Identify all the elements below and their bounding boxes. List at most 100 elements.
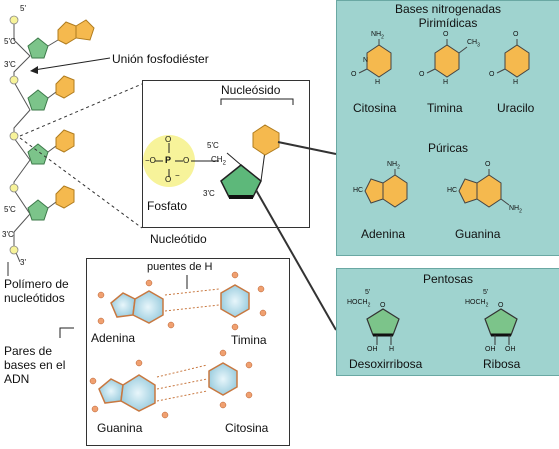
hbond-gc-2 (156, 378, 208, 390)
phos-o-left: −O (145, 156, 156, 165)
nucleotide-drawing (143, 98, 294, 199)
base-pairs-box: puentes de H Adenina Timina Guanina Cito… (86, 258, 290, 446)
deoxy-hoch2-sub: 2 (367, 302, 371, 309)
adenine-5ring (364, 178, 384, 204)
polymer-3c-top: 3'C (4, 60, 16, 69)
hbond-at-1 (164, 288, 220, 296)
nucleoside-bracket (220, 98, 294, 105)
polymer-3c-bottom: 3'C (2, 230, 14, 239)
nucleotide-3c: 3'C (203, 189, 215, 198)
uracil-label: Uracilo (497, 101, 535, 115)
deoxyribose-label: Desoxirribosa (349, 357, 423, 371)
pairs-caption: Pares de bases en el ADN (4, 344, 66, 386)
phosphate-label: Fosfato (147, 199, 188, 213)
thy-ch3-text: CH (467, 39, 478, 46)
pair-atoms (89, 271, 267, 419)
polymer-5c-bottom: 5'C (4, 205, 16, 214)
adenine-label: Adenina (361, 227, 406, 241)
deoxy-c5: 5' (365, 289, 371, 296)
cyt-nh2: NH2 (371, 31, 384, 40)
pair-cytosine-label: Citosina (225, 421, 269, 435)
ribose-hoch2-sub: 2 (485, 302, 489, 309)
ura-o2-bond (496, 68, 506, 74)
pair-guanine-label: Guanina (97, 421, 143, 435)
pair-adenine-label: Adenina (91, 331, 136, 345)
ura-o: O (513, 31, 519, 38)
pentoses-panel: Pentosas 5' HOCH2 O OH H Desoxirribosa 5… (336, 268, 559, 376)
zoom-dash-bottom (19, 137, 143, 229)
connector-base (277, 141, 337, 155)
gua-o: O (485, 161, 491, 168)
ribose-hoch2-text: HOCH (465, 299, 486, 306)
base-1 (47, 19, 95, 47)
thy-o2-bond (426, 68, 436, 74)
gua-nh2-bond (500, 198, 510, 206)
thy-o2: O (419, 71, 425, 78)
thy-ch3-sub: 3 (477, 42, 480, 49)
gua-nh2-text: NH (509, 205, 520, 212)
deoxy-h: H (389, 346, 395, 353)
ribose-hoch2: HOCH2 (465, 299, 488, 308)
ade-hc: HC (353, 187, 364, 194)
ribose-oh-1: OH (485, 346, 496, 353)
gua-nh2-sub: 2 (519, 208, 522, 215)
ribose-label: Ribosa (483, 357, 521, 371)
phosphate-node-1 (9, 15, 19, 25)
zoom-dash-top (19, 83, 143, 137)
phosphate-node-3 (9, 131, 19, 141)
bases-panel: Bases nitrogenadas Pirimídicas NH2 O N H… (336, 0, 559, 256)
guanine-label: Guanina (455, 227, 501, 241)
phosphodiester-arrowhead (30, 66, 38, 74)
pairs-caption-bracket (59, 327, 74, 338)
bases-drawing (358, 39, 530, 208)
purines-title: Púricas (427, 141, 468, 155)
ch2-text: CH (211, 155, 223, 164)
base-4 (47, 185, 75, 209)
deoxyribose-ring (366, 308, 400, 336)
pair-guanine-6ring (120, 374, 156, 412)
connector-sugar (255, 189, 337, 331)
cyt-o: O (351, 71, 357, 78)
ribose-o: O (498, 302, 504, 309)
sugar-4 (27, 199, 49, 221)
pair-thymine-label: Timina (231, 333, 267, 347)
polymer-caption: Polímero de nucleótidos (4, 277, 69, 305)
guanine-5ring (458, 178, 478, 204)
thy-ch3: CH3 (467, 39, 480, 48)
hbonds-label: puentes de H (147, 261, 213, 273)
polymer-3prime-bottom: 3' (20, 258, 26, 267)
phosphodiester-pointer (33, 57, 111, 71)
gua-hc: HC (447, 187, 458, 194)
gua-nh2: NH2 (509, 205, 522, 214)
ribose-c5: 5' (483, 289, 489, 296)
hbond-gc-1 (156, 364, 208, 378)
pair-thymine-ring (220, 284, 250, 318)
nucleotide-5c: 5'C (207, 141, 219, 150)
ribose-ring (484, 308, 518, 336)
ura-o2: O (489, 71, 495, 78)
sugar-1 (27, 37, 49, 59)
polymer-5c-top: 5'C (4, 37, 16, 46)
phos-o-right: O (183, 156, 190, 165)
base-2 (47, 75, 75, 99)
deoxy-oh: OH (367, 346, 378, 353)
base-pairs-drawing (89, 271, 267, 419)
phosphate-node-5 (9, 245, 19, 255)
nucleotide-box: Nucleósido P O −O O O − 5'C CH2 3'C Fosf… (142, 80, 310, 228)
sugar-3 (27, 143, 49, 165)
thy-h: H (443, 79, 449, 86)
hbond-at-2 (164, 304, 220, 312)
thy-o: O (443, 31, 449, 38)
cyt-n: N (363, 57, 369, 64)
deoxy-hoch2: HOCH2 (347, 299, 370, 308)
base-3 (47, 129, 75, 153)
nucleotide-label: Nucleótido (150, 232, 207, 246)
ura-h: H (513, 79, 519, 86)
cyt-o-bond (358, 68, 368, 74)
deoxy-hoch2-text: HOCH (347, 299, 368, 306)
cyt-nh2-sub: 2 (381, 34, 384, 41)
ch2-to-sugar-bond (226, 152, 242, 166)
phosphate-node-2 (9, 75, 19, 85)
cytosine-label: Citosina (353, 101, 397, 115)
